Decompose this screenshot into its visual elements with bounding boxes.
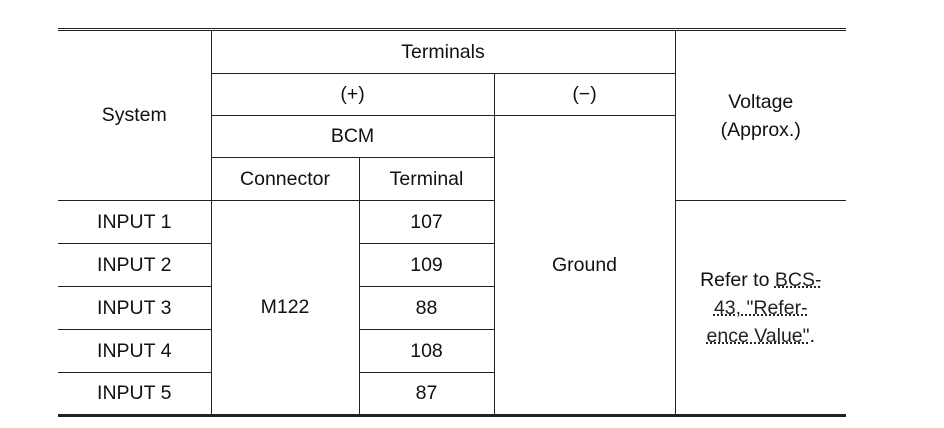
header-minus: (−) (493, 73, 676, 116)
system-cell: INPUT 3 (58, 286, 212, 330)
header-voltage-line1: Voltage (728, 90, 794, 113)
header-voltage-line2: (Approx.) (720, 118, 801, 141)
header-terminal: Terminal (358, 157, 495, 201)
voltage-prefix: Refer to (700, 268, 775, 291)
inspection-spec-table: System Terminals Voltage (Approx.) (+) (… (58, 28, 847, 417)
header-connector: Connector (210, 157, 360, 201)
header-plus: (+) (210, 73, 495, 116)
terminal-cell: 87 (358, 372, 495, 417)
reference-link-line2: 43, "Refer- (713, 296, 808, 319)
ground-cell: Ground (493, 115, 676, 417)
system-cell: INPUT 2 (58, 243, 212, 287)
reference-link-line3: ence Value" (706, 324, 810, 347)
terminal-cell: 107 (358, 200, 495, 244)
reference-link[interactable]: BCS- 43, "Refer-ence Value" (707, 269, 822, 347)
system-cell: INPUT 1 (58, 200, 212, 244)
system-cell: INPUT 4 (58, 329, 212, 373)
header-system: System (58, 28, 212, 201)
header-bcm: BCM (210, 115, 495, 158)
terminal-cell: 108 (358, 329, 495, 373)
voltage-cell: Refer to BCS- 43, "Refer-ence Value". (674, 200, 847, 417)
terminal-cell: 88 (358, 286, 495, 330)
voltage-suffix: . (809, 324, 815, 347)
system-cell: INPUT 5 (58, 372, 212, 417)
header-terminals: Terminals (210, 28, 676, 74)
connector-cell: M122 (210, 200, 360, 417)
header-voltage: Voltage (Approx.) (674, 28, 847, 201)
reference-link-line1: BCS- (774, 268, 822, 291)
terminal-cell: 109 (358, 243, 495, 287)
